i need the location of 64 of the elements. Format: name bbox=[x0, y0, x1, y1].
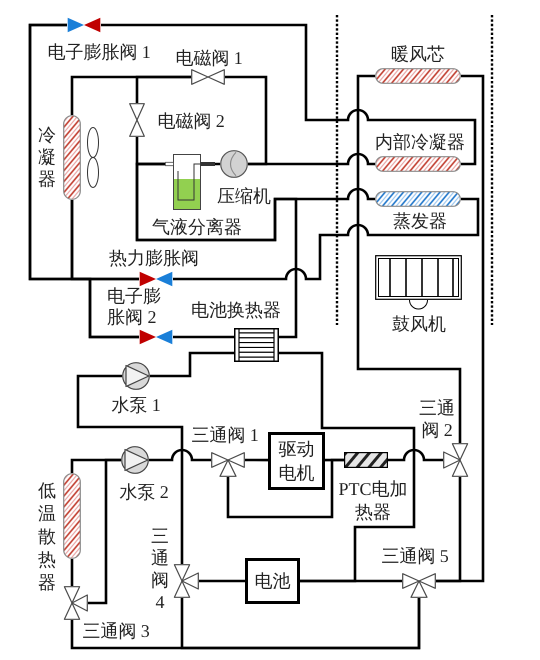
valve-symbol bbox=[139, 271, 173, 287]
component-label: 三通阀 1 bbox=[191, 425, 259, 445]
component-label: 电磁阀 2 bbox=[157, 111, 225, 131]
pipe bbox=[245, 458, 268, 462]
pipe bbox=[279, 352, 416, 582]
component-label: 水泵 1 bbox=[111, 395, 161, 415]
heat-exchanger-symbol bbox=[63, 473, 81, 559]
heat-exchanger-symbol bbox=[375, 156, 461, 172]
pipe bbox=[226, 458, 344, 518]
component-label: 三通阀 4 bbox=[150, 525, 170, 613]
component-label: 三通阀 3 bbox=[82, 621, 150, 641]
valve-symbol bbox=[173, 564, 199, 598]
pipe bbox=[70, 559, 74, 586]
heat-exchanger-symbol bbox=[63, 115, 81, 200]
component-label: 三通阀 2 bbox=[418, 397, 456, 441]
pump-symbol bbox=[121, 446, 149, 474]
pipe bbox=[199, 580, 245, 582]
valve-symbol bbox=[443, 443, 468, 477]
pipe bbox=[76, 374, 184, 564]
component-label: 蒸发器 bbox=[393, 211, 447, 231]
valve-symbol bbox=[191, 69, 225, 85]
pipe bbox=[215, 162, 220, 166]
pipe bbox=[436, 477, 462, 582]
component-label: 冷凝器 bbox=[38, 124, 56, 190]
valve-symbol bbox=[402, 573, 436, 598]
component-label: 鼓风机 bbox=[392, 314, 446, 334]
component-label: 水泵 2 bbox=[119, 482, 169, 502]
component-label: 电子膨胀阀 1 bbox=[47, 42, 151, 62]
valve-symbol bbox=[211, 452, 245, 477]
component-label: 三通阀 5 bbox=[381, 546, 449, 566]
component-label: 热力膨胀阀 bbox=[109, 248, 199, 268]
pipe bbox=[149, 448, 211, 462]
pipe bbox=[150, 352, 234, 378]
component-label: 电磁阀 1 bbox=[175, 48, 243, 68]
component-label: 气液分离器 bbox=[152, 217, 242, 237]
component-label: 内部冷凝器 bbox=[375, 132, 465, 152]
component-label: 低温散热器 bbox=[38, 480, 56, 594]
pump-symbol bbox=[122, 362, 150, 390]
heat-exchanger-symbol bbox=[375, 191, 461, 207]
heat-exchanger-symbol bbox=[375, 68, 461, 84]
heater-symbol bbox=[344, 452, 388, 468]
component-box: 电池 bbox=[245, 558, 300, 604]
pipe bbox=[88, 458, 121, 604]
component-label: 暖风芯 bbox=[391, 44, 445, 64]
pipe bbox=[136, 137, 165, 166]
pipe bbox=[70, 200, 139, 338]
pipe bbox=[300, 580, 402, 582]
valve-symbol bbox=[139, 329, 173, 345]
pipe bbox=[180, 598, 420, 650]
pipe bbox=[388, 448, 443, 462]
blower-symbol bbox=[375, 255, 462, 310]
valve-symbol bbox=[67, 17, 101, 33]
valve-symbol bbox=[63, 586, 88, 620]
component-label: 压缩机 bbox=[217, 186, 271, 206]
pipe bbox=[356, 74, 462, 443]
component-label: PTC电加热器 bbox=[337, 478, 408, 524]
compressor-symbol bbox=[220, 150, 248, 178]
heat-exchanger-symbol bbox=[234, 328, 279, 362]
pipe bbox=[136, 162, 298, 338]
valve-symbol bbox=[129, 103, 145, 137]
component-box: 驱动电机 bbox=[268, 432, 325, 490]
tank-symbol bbox=[165, 154, 215, 210]
component-label: 电子膨胀阀 2 bbox=[107, 286, 162, 328]
component-label: 电池换热器 bbox=[191, 300, 281, 320]
